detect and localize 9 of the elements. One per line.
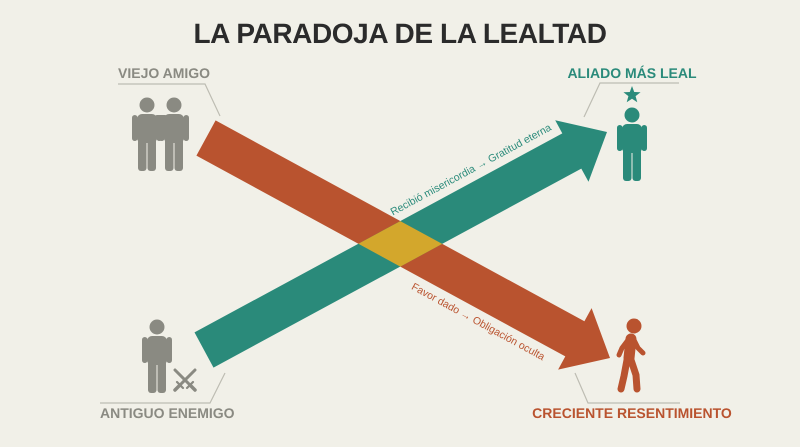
leader-line (100, 372, 226, 404)
leader-line (574, 372, 680, 404)
leader-line (583, 82, 679, 118)
leader-line (118, 83, 221, 116)
node-label: ALIADO MÁS LEAL (567, 65, 697, 81)
node-label: VIEJO AMIGO (118, 65, 210, 81)
node-label: CRECIENTE RESENTIMIENTO (532, 405, 732, 421)
title: LA PARADOJA DE LA LEALTAD (193, 17, 607, 51)
node-label: ANTIGUO ENEMIGO (100, 405, 235, 421)
